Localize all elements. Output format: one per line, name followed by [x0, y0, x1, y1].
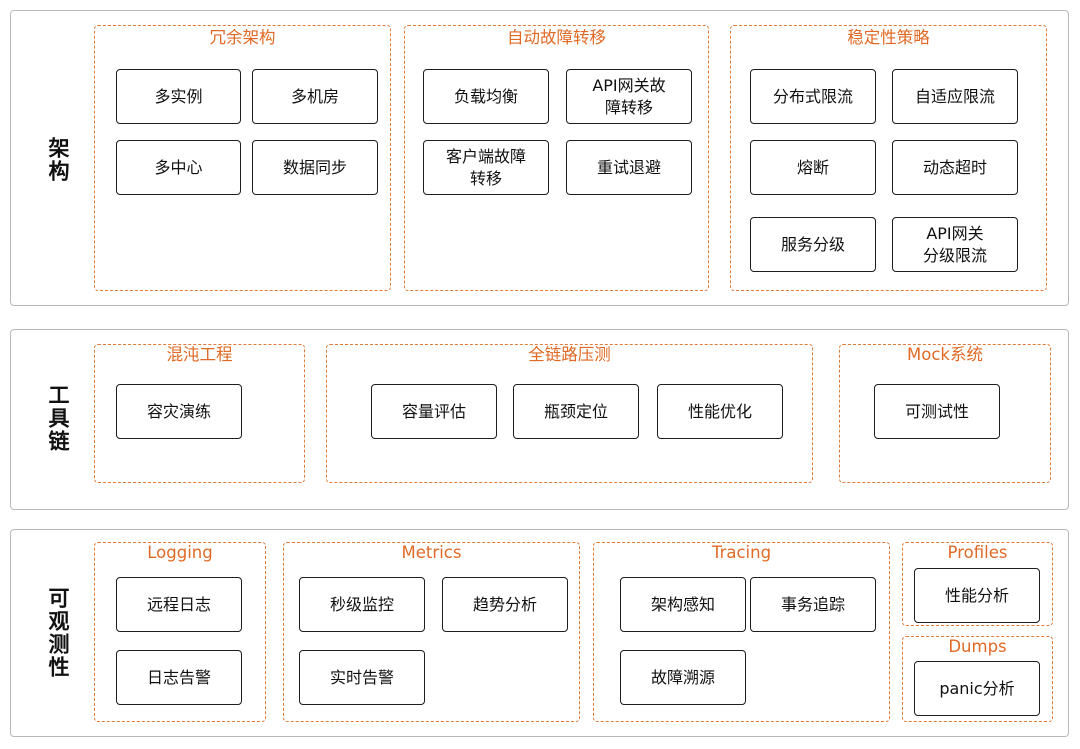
- section-label-architecture: 架构: [46, 137, 70, 183]
- node-realtime-alert: 实时告警: [299, 650, 425, 705]
- node-panic-analysis: panic分析: [914, 661, 1040, 716]
- group-mock-system: Mock系统: [839, 344, 1051, 483]
- group-title: 冗余架构: [209, 28, 276, 47]
- group-dumps: Dumps: [902, 636, 1053, 722]
- node-api-gateway-tiered-rate-limit: API网关 分级限流: [892, 217, 1018, 272]
- group-title: Tracing: [711, 543, 772, 562]
- node-testability: 可测试性: [874, 384, 1000, 439]
- node-capacity-assessment: 容量评估: [371, 384, 497, 439]
- node-distributed-rate-limit: 分布式限流: [750, 69, 876, 124]
- node-service-tiering: 服务分级: [750, 217, 876, 272]
- group-title: Logging: [147, 543, 213, 562]
- group-stability-strategy: 稳定性策略: [730, 25, 1047, 291]
- group-tracing: Tracing: [593, 542, 890, 722]
- node-data-sync: 数据同步: [252, 140, 378, 195]
- node-retry-backoff: 重试退避: [566, 140, 692, 195]
- node-load-balancing: 负载均衡: [423, 69, 549, 124]
- group-title: Metrics: [401, 543, 462, 562]
- node-log-alert: 日志告警: [116, 650, 242, 705]
- node-fault-tracing: 故障溯源: [620, 650, 746, 705]
- group-redundant-architecture: 冗余架构: [94, 25, 391, 291]
- group-title: 稳定性策略: [847, 28, 930, 47]
- group-chaos-engineering: 混沌工程: [94, 344, 305, 483]
- group-metrics: Metrics: [283, 542, 580, 722]
- group-profiles: Profiles: [902, 542, 1053, 626]
- node-remote-log: 远程日志: [116, 577, 242, 632]
- node-second-level-monitoring: 秒级监控: [299, 577, 425, 632]
- node-performance-optimization: 性能优化: [657, 384, 783, 439]
- node-dynamic-timeout: 动态超时: [892, 140, 1018, 195]
- node-multi-instance: 多实例: [116, 69, 241, 124]
- node-client-failover: 客户端故障 转移: [423, 140, 549, 195]
- node-circuit-breaker: 熔断: [750, 140, 876, 195]
- node-trend-analysis: 趋势分析: [442, 577, 568, 632]
- group-logging: Logging: [94, 542, 266, 722]
- group-title: Dumps: [948, 637, 1007, 656]
- group-title: Mock系统: [907, 345, 983, 364]
- group-title: Profiles: [947, 543, 1008, 562]
- node-disaster-recovery-drill: 容灾演练: [116, 384, 242, 439]
- group-full-link-stress-test: 全链路压测: [326, 344, 813, 483]
- group-title: 全链路压测: [528, 345, 611, 364]
- node-transaction-tracing: 事务追踪: [750, 577, 876, 632]
- group-auto-failover: 自动故障转移: [404, 25, 709, 291]
- node-api-gateway-failover: API网关故 障转移: [566, 69, 692, 124]
- section-label-toolchain: 工具链: [46, 383, 70, 453]
- section-label-observability: 可观测性: [46, 587, 70, 679]
- node-bottleneck-location: 瓶颈定位: [513, 384, 639, 439]
- group-title: 混沌工程: [166, 345, 233, 364]
- group-title: 自动故障转移: [507, 28, 606, 47]
- node-performance-analysis: 性能分析: [914, 568, 1040, 623]
- node-multi-datacenter-room: 多机房: [252, 69, 378, 124]
- node-architecture-awareness: 架构感知: [620, 577, 746, 632]
- node-adaptive-rate-limit: 自适应限流: [892, 69, 1018, 124]
- node-multi-center: 多中心: [116, 140, 241, 195]
